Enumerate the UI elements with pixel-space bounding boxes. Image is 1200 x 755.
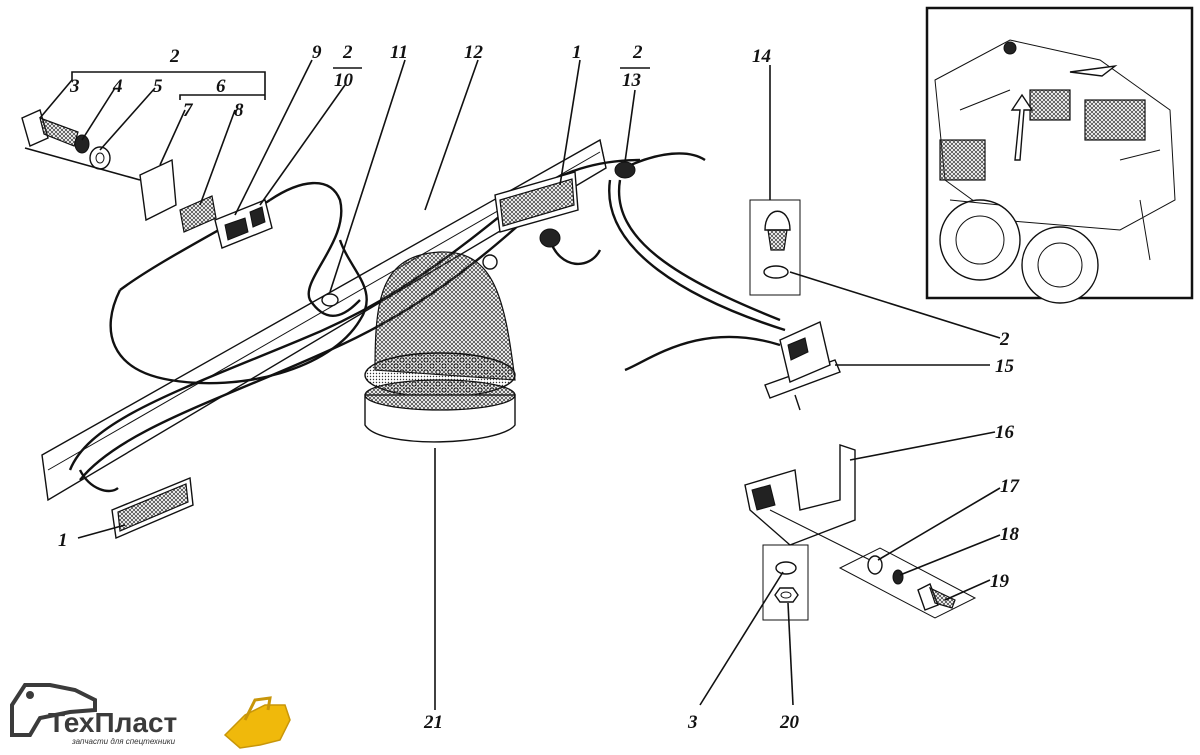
label-8: 8 [234,100,244,121]
clamp-11 [321,293,339,307]
label-17: 17 [1000,476,1021,497]
grommet-13 [614,161,636,179]
label-11: 11 [390,42,408,63]
bracket-16 [744,444,881,566]
label-10: 10 [334,70,354,91]
label-3: 3 [69,76,80,97]
inset-vehicle-view [925,6,1194,304]
label-2-frac-13: 2 [632,42,643,63]
label-21: 21 [423,712,443,733]
label-12: 12 [464,42,484,63]
label-18: 18 [1000,524,1020,545]
label-16: 16 [995,422,1015,443]
label-1-top: 1 [572,42,582,63]
logo-name: ТехПласт [48,707,177,738]
techplast-logo: ТехПласт запчасти для спецтехники [10,683,291,749]
bulb-group [749,199,801,296]
terminal-block-top [494,171,579,233]
label-4: 4 [112,76,123,97]
label-6: 6 [216,76,226,97]
label-15: 15 [995,356,1015,377]
label-2-right: 2 [999,329,1010,350]
terminal-block-bottom [111,477,194,540]
label-19: 19 [990,571,1010,592]
leader-lines [24,59,1001,710]
label-1-bottom: 1 [58,530,68,551]
relay-15 [764,321,841,411]
logo-tagline: запчасти для спецтехники [71,737,176,746]
label-7: 7 [183,100,194,121]
nut-washer-group [762,544,809,621]
label-20: 20 [779,712,800,733]
label-5: 5 [153,76,163,97]
beacon-lamp [364,228,561,443]
label-2-top: 2 [169,46,180,67]
label-3-bottom: 3 [687,712,698,733]
bolt-washer-group-17-19 [838,547,977,619]
label-9: 9 [312,42,322,63]
label-14: 14 [752,46,771,67]
part-labels: 2 3 4 5 6 7 8 9 2 10 11 12 1 2 13 14 2 1… [58,42,1021,733]
label-2-frac-10: 2 [342,42,353,63]
connector-9 [214,199,273,249]
label-13: 13 [622,70,641,91]
